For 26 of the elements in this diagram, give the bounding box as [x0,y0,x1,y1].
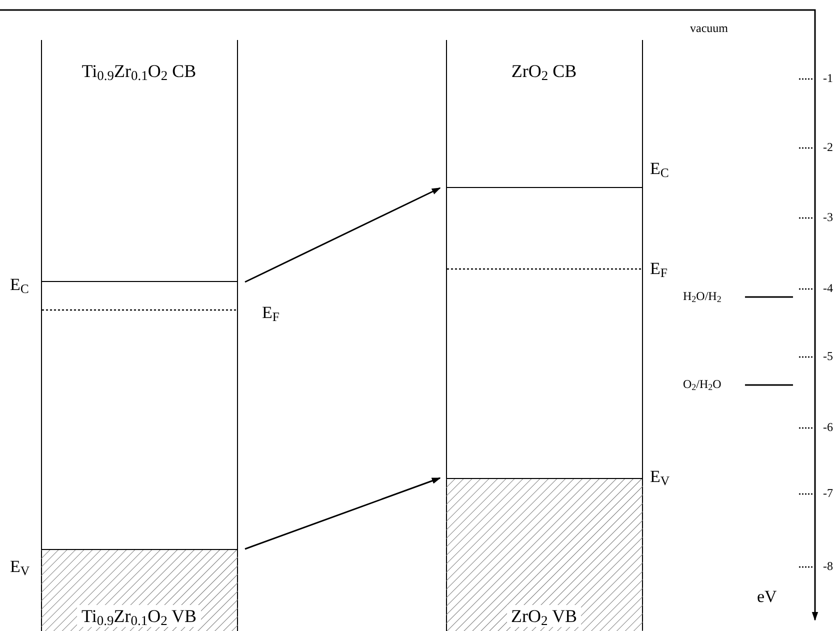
tick-label: -8 [823,559,833,574]
level-label: E$_{V}$ [10,556,30,578]
level-label: E$_{V}$ [650,466,670,488]
arrow [244,187,441,283]
tick-label: -4 [823,281,833,296]
band-column [446,40,643,631]
tick-label: -6 [823,420,833,435]
level-label: E$_{C}$ [10,274,29,296]
redox-label: H$_{2}$O/H$_{2}$ [683,289,722,304]
band-label: Ti$_{0.9}$Zr$_{0.1}$O$_{2}$ VB [77,604,201,627]
valence-band-region [446,478,642,631]
band-label: ZrO$_{2}$ VB [507,604,581,627]
tick-label: -1 [823,71,833,86]
tick-label: -7 [823,486,833,501]
band-column [41,40,238,631]
tick-label: -5 [823,349,833,364]
axis-label: vacuum [690,21,728,36]
tick-label: -2 [823,140,833,155]
level-label: E$_{F}$ [650,258,668,280]
level-label: E$_{C}$ [650,158,669,180]
valence-band-region [40,549,238,631]
level-label: E$_{F}$ [262,302,280,324]
redox-label: O$_{2}$/H$_{2}$O [683,377,722,392]
tick-label: -3 [823,210,833,225]
axis-unit: eV [757,586,777,608]
arrow [244,477,441,550]
